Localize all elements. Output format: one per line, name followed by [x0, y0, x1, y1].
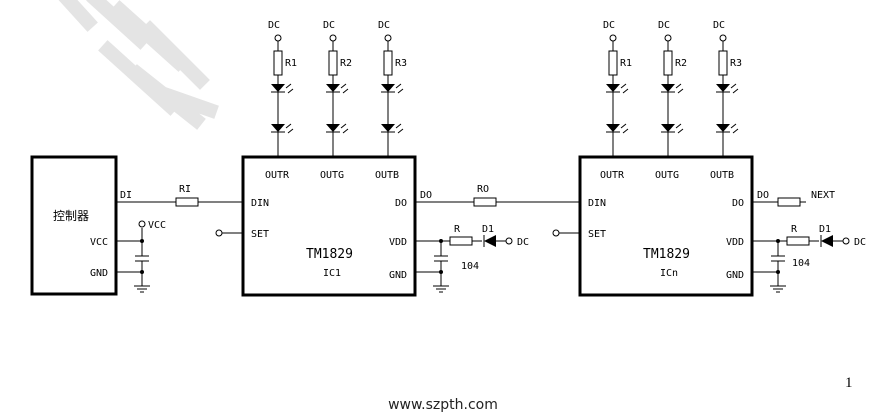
footer-url: www.szpth.com [388, 397, 498, 413]
label-resistors-r: R [791, 224, 798, 235]
icn-led-channels: DC R1 DC R2 DC R3 [603, 20, 742, 157]
di-net: DI RI [116, 184, 243, 207]
label-nets-dc: DC [713, 20, 725, 31]
label-diode: D1 [819, 224, 831, 235]
resistor-r-ic1 [449, 236, 473, 246]
page-number: 1 [845, 375, 853, 391]
label-ic1-pins-set: SET [251, 229, 269, 240]
label-icn-pins-outg: OUTG [655, 170, 679, 181]
controller-pin-gnd: GND [90, 268, 108, 279]
label-ic1-pins-outb: OUTB [375, 170, 399, 181]
icn-name: ICn [660, 268, 678, 279]
ic1-supply: R D1 DC 104 [415, 224, 529, 293]
resistor-r3-icn [718, 50, 728, 76]
resistor-r1-ic1 [273, 50, 283, 76]
label-resistors-r1: R1 [620, 58, 632, 69]
resistor-r2-ic1 [328, 50, 338, 76]
label-icn-pins-din: DIN [588, 198, 606, 209]
ic1-part-number: TM1829 [306, 247, 353, 262]
watermark [58, 0, 219, 130]
cap-104-ic1: 104 [461, 261, 479, 272]
label-icn-pins-vdd: VDD [726, 237, 744, 248]
controller-block: 控制器 VCC GND VCC [30, 155, 166, 296]
label-icn-pins-outb: OUTB [710, 170, 734, 181]
vcc-supply-label: VCC [148, 220, 166, 231]
label-nets-dc: DC [603, 20, 615, 31]
label-resistors-r2: R2 [675, 58, 687, 69]
label-nets-dc: DC [517, 237, 529, 248]
label-ic1-pins-gnd: GND [389, 270, 407, 281]
label-ic1-pins-din: DIN [251, 198, 269, 209]
resistor-ro-label: RO [477, 184, 489, 195]
do-chain: DO RO [415, 184, 580, 207]
net-next-label: NEXT [811, 190, 835, 201]
resistor-ri [175, 197, 199, 207]
label-resistors-r2: R2 [340, 58, 352, 69]
ic1-led-channels: DC R1 DC R2 DC R3 [268, 20, 407, 157]
label-ic1-pins-do: DO [395, 198, 407, 209]
resistor-next [777, 197, 801, 207]
resistor-ro [473, 197, 497, 207]
label-icn-pins-gnd: GND [726, 270, 744, 281]
label-resistors-r1: R1 [285, 58, 297, 69]
cap-104-icn: 104 [792, 258, 810, 269]
controller-pin-vcc: VCC [90, 237, 108, 248]
label-nets-dc: DC [658, 20, 670, 31]
label-nets-dc: DC [854, 237, 866, 248]
label-icn-pins-outr: OUTR [600, 170, 625, 181]
dc-label-ic1-b: DC [378, 20, 390, 31]
label-resistors-r: R [454, 224, 461, 235]
net-di-label: DI [120, 190, 132, 201]
dc-label-ic1-r: DC [268, 20, 280, 31]
label-ic1-pins-outr: OUTR [265, 170, 290, 181]
next-output: DO NEXT [752, 190, 835, 207]
icn-part-number: TM1829 [643, 247, 690, 262]
ic1-name: IC1 [323, 268, 341, 279]
icn-supply: R D1 DC 104 [752, 224, 866, 293]
label-resistors-r3: R3 [395, 58, 407, 69]
resistor-r2-icn [663, 50, 673, 76]
label-icn-pins-do: DO [732, 198, 744, 209]
icn-block: OUTR OUTG OUTB DIN SET DO VDD GND TM1829… [552, 155, 754, 297]
label-resistors-r3: R3 [730, 58, 742, 69]
dc-label-ic1-g: DC [323, 20, 335, 31]
resistor-ri-label: RI [179, 184, 191, 195]
label-nets-do: DO [757, 190, 769, 201]
label-nets-do: DO [420, 190, 432, 201]
controller-label: 控制器 [53, 209, 89, 223]
ic1-block: OUTR OUTG OUTB DIN SET DO VDD GND TM1829… [215, 155, 417, 297]
label-ic1-pins-vdd: VDD [389, 237, 407, 248]
label-icn-pins-set: SET [588, 229, 606, 240]
label-ic1-pins-outg: OUTG [320, 170, 344, 181]
label-diode: D1 [482, 224, 494, 235]
resistor-r3-ic1 [383, 50, 393, 76]
resistor-r1-icn [608, 50, 618, 76]
resistor-r-icn [786, 236, 810, 246]
